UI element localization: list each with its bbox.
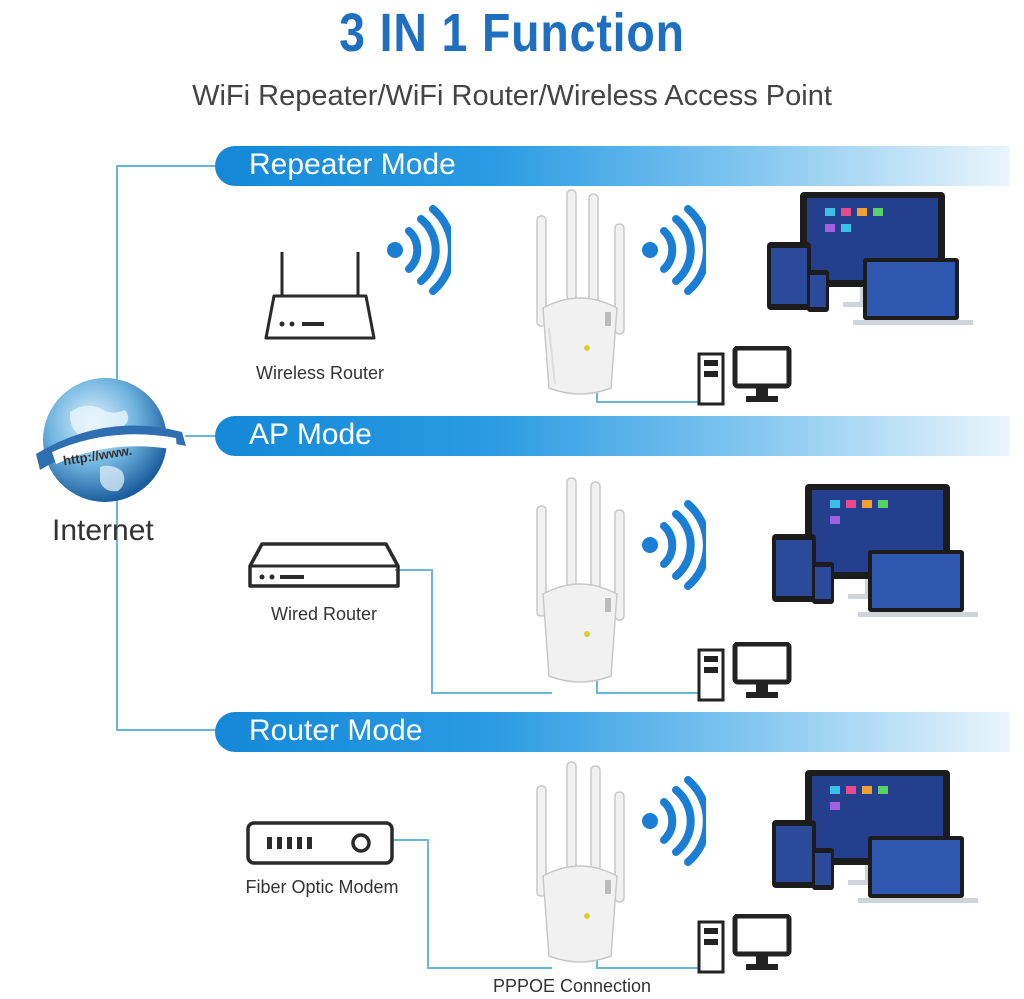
mode-bar-ap: AP Mode bbox=[215, 416, 1010, 456]
internet-label: Internet bbox=[52, 514, 154, 547]
mode-label: Repeater Mode bbox=[249, 148, 456, 181]
repeater-device-icon bbox=[536, 477, 625, 683]
source-device-label: Wired Router bbox=[270, 604, 378, 624]
wifi-signal-icon bbox=[642, 500, 706, 590]
mode-label: Router Mode bbox=[249, 714, 423, 747]
desktop-pc-icon bbox=[697, 914, 792, 974]
page-subtitle: WiFi Repeater/WiFi Router/Wireless Acces… bbox=[192, 80, 832, 112]
fiber-modem-icon bbox=[246, 821, 394, 865]
desktop-pc-icon bbox=[697, 642, 792, 702]
wifi-signal-icon bbox=[642, 205, 706, 295]
devices-group-icon bbox=[772, 484, 978, 617]
wifi-signal-icon bbox=[642, 776, 706, 866]
desktop-pc-icon bbox=[697, 346, 792, 406]
mode-bar-repeater: Repeater Mode bbox=[215, 146, 1010, 186]
connection-label: PPPOE Connection bbox=[492, 976, 652, 996]
mode-bar-router: Router Mode bbox=[215, 712, 1010, 752]
mode-label: AP Mode bbox=[249, 418, 372, 451]
devices-group-icon bbox=[772, 770, 978, 903]
globe-icon: http://www. bbox=[36, 378, 186, 502]
devices-group-icon bbox=[767, 192, 973, 325]
wifi-signal-icon bbox=[387, 205, 451, 295]
source-device-label: Fiber Optic Modem bbox=[245, 877, 399, 897]
wired-router-icon bbox=[248, 542, 400, 588]
repeater-device-icon bbox=[536, 189, 625, 395]
wireless-router-icon bbox=[264, 252, 376, 340]
page-title: 3 IN 1 Function bbox=[339, 3, 685, 63]
source-device-label: Wireless Router bbox=[255, 363, 385, 383]
repeater-device-icon bbox=[536, 761, 625, 963]
